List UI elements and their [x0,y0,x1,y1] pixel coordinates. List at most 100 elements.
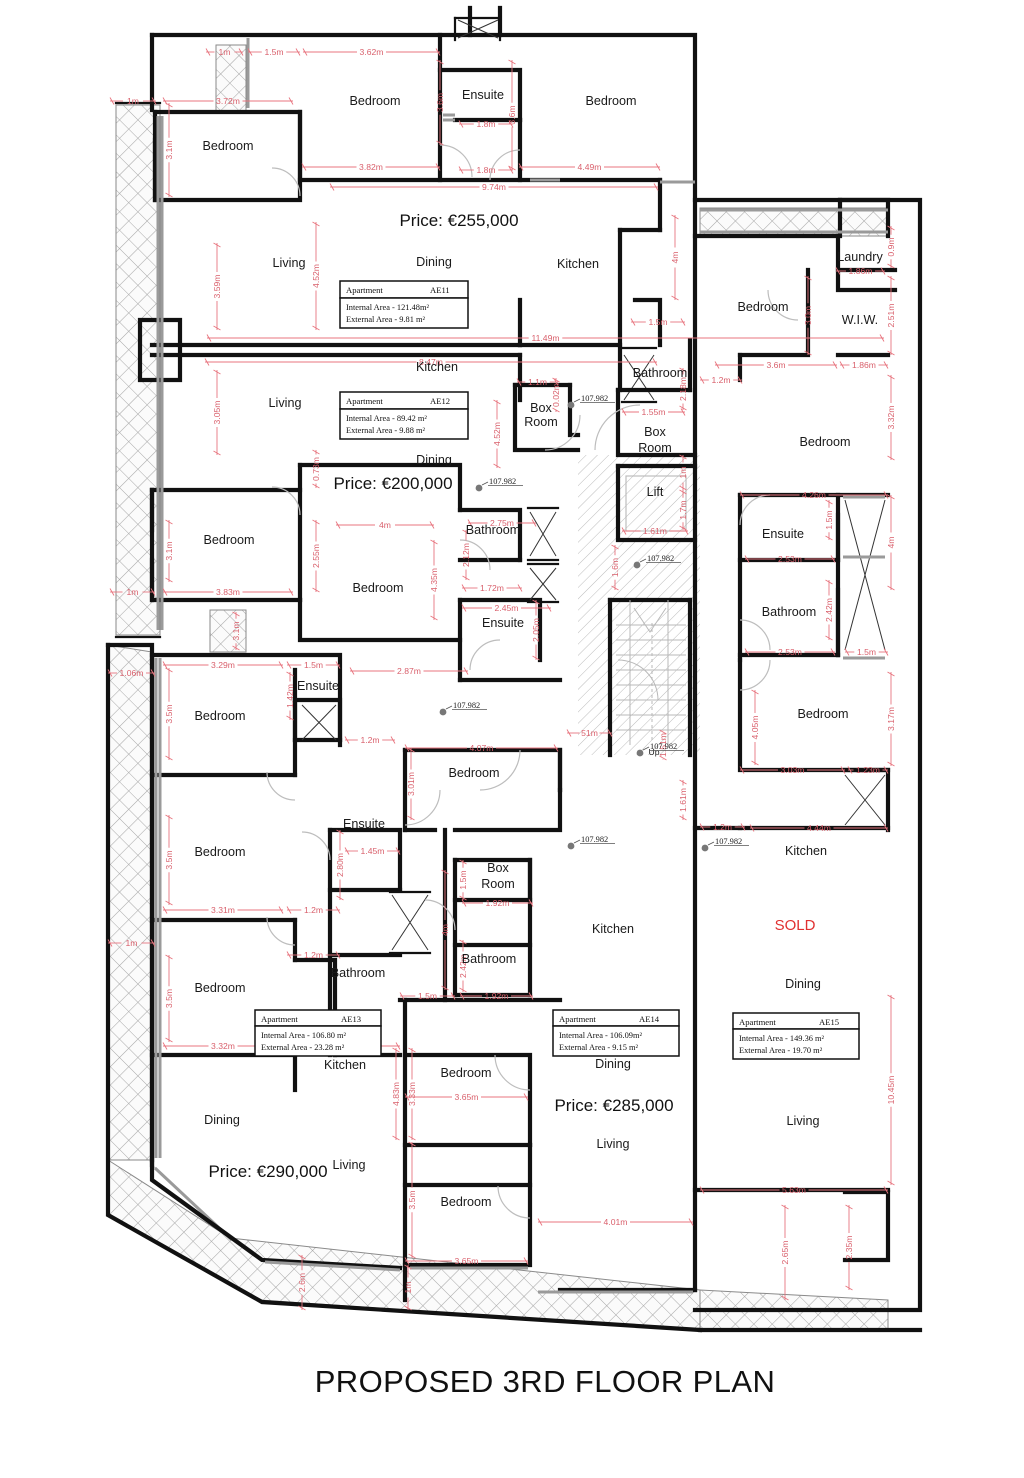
room-label: Bedroom [440,1195,491,1209]
dimension-value: 1.2m [360,735,379,745]
room-label: Ensuite [343,817,385,831]
room-label: Bathroom [462,952,517,966]
room-label: Laundry [837,250,883,264]
dimension-value: 3.5m [407,1190,417,1209]
room-label: Dining [416,255,452,269]
ae11-internal-area: Internal Area - 121.48m² [346,303,429,312]
dimension-value: 3.59m [212,275,222,299]
dimension-vertical: 3.5m [164,667,174,761]
dimension-value: 2.35m [844,1236,854,1260]
room-label: Bedroom [440,1066,491,1080]
room-label: Bedroom [352,581,403,595]
dimension-vertical: 1.5m [458,859,468,901]
dimension-value: 1.5m [648,317,667,327]
dimension-horizontal: 3.29m [162,660,284,670]
dimension-value: 1.5m [304,660,323,670]
dimension-vertical: 2.6m [297,1254,307,1311]
dimension-value: 4.52m [311,264,321,288]
dimension-value: 1.45m [361,846,385,856]
room-label: Kitchen [557,257,599,271]
level-marker: 107.982 [636,742,684,757]
apartment-info-box-ae15: Apartment AE15 Internal Area - 149.36 m²… [732,1012,860,1060]
room-label: Bedroom [194,845,245,859]
dimension-value: 3.83m [216,587,240,597]
dimension-value: 5.63m [782,1185,806,1195]
dimension-value: 1.5m [264,47,283,57]
dimension-horizontal: 51m [566,728,613,738]
apartment-ae15-walls [692,197,898,1263]
dimension-value: 2.45m [495,603,519,613]
dimension-value: 1m [678,467,688,479]
dimension-value: 1.55m [642,407,666,417]
dimension-vertical: 0.73m [311,449,321,489]
dimension-horizontal: 3.03m [739,765,846,775]
dimension-horizontal: 4.44m [749,823,889,833]
dimension-vertical: 2.42m [824,579,834,641]
dimension-horizontal: 1.2m [286,950,341,960]
dimension-value: 3.5m [164,704,174,723]
dimension-value: 3.03m [781,765,805,775]
dimension-value: 1m [219,47,231,57]
dimension-horizontal: 4.49m [518,162,661,172]
room-label: Lift [647,485,664,499]
dimension-vertical: 3.32m [886,374,896,461]
dimension-horizontal: 3.6m [714,360,838,370]
dimension-horizontal: 5.63m [699,1185,889,1195]
dimension-vertical: 0.02m [551,377,561,413]
dimension-vertical: 4.52m [311,221,321,331]
level-marker: 107.982 [567,394,615,409]
dimension-value: 3.5m [164,850,174,869]
dimension-vertical: 2.51m [886,275,896,356]
room-label: Kitchen [416,360,458,374]
ae11-external-area: External Area - 9.81 m² [346,315,426,324]
dimension-horizontal: 1.5m [286,660,341,670]
dimension-horizontal: 1.8m [458,165,514,175]
dimension-horizontal: 1.2m [699,375,743,385]
dimension-horizontal: 8.47m [204,357,658,367]
dimension-value: 1.61m [678,788,688,812]
room-label: Dining [785,977,821,991]
dimension-vertical: 3.1m [164,102,174,198]
dimension-value: 4m [886,537,896,549]
dimension-value: 1.5m [418,991,437,1001]
dimension-horizontal: 1m [109,96,157,106]
dimension-value: 3.05m [212,401,222,425]
ae11-box-header: Apartment [346,285,383,295]
dimension-vertical: 3.5m [407,1141,417,1259]
dimension-value: 1.2m [713,822,732,832]
dimension-value: 3.62m [360,47,384,57]
room-label: Living [273,256,306,270]
ae14-box-header: Apartment [559,1014,596,1024]
room-label: Bedroom [203,533,254,547]
ae11-box-id: AE11 [430,285,450,295]
room-label: Bedroom [202,139,253,153]
ae13-external-area: External Area - 23.28 m² [261,1043,345,1052]
dimension-value: 0.73m [311,457,321,481]
dimension-value: 0.9m [886,237,896,256]
dimension-value: 3.65m [455,1256,479,1266]
dimension-value: 1.6m [610,558,620,577]
room-label: W.I.W. [842,313,878,327]
apartment-info-box-ae14: Apartment AE14 Internal Area - 106.09m² … [552,1009,680,1057]
dimension-vertical: 3.05m [212,369,222,456]
dimension-value: 1.7m [678,500,688,519]
dimension-vertical: 3.5m [164,814,174,906]
ae13-box-id: AE13 [341,1014,361,1024]
room-label: Bedroom [797,707,848,721]
dimension-value: 1m [127,96,139,106]
dimension-horizontal: 3.82m [301,162,441,172]
dimension-horizontal: 4.01m [537,1217,694,1227]
dimension-horizontal: 1.61m [621,526,689,536]
room-label: Room [481,877,515,891]
dimension-value: 3.1m [164,140,174,159]
dimension-value: 2.6m [297,1273,307,1292]
level-marker: 107.982 [475,477,523,492]
apartment-ae14-walls [397,747,698,1303]
dimension-horizontal: 1m [107,938,156,948]
dimension-value: 3.6m [766,360,785,370]
dimension-vertical: 3.5m [164,954,174,1043]
dimension-vertical: 1m [403,1264,413,1311]
dimension-horizontal: 2.53m [744,554,836,564]
dimension-horizontal: 3.31m [162,905,284,915]
dimension-horizontal: 1.06m [107,668,156,678]
